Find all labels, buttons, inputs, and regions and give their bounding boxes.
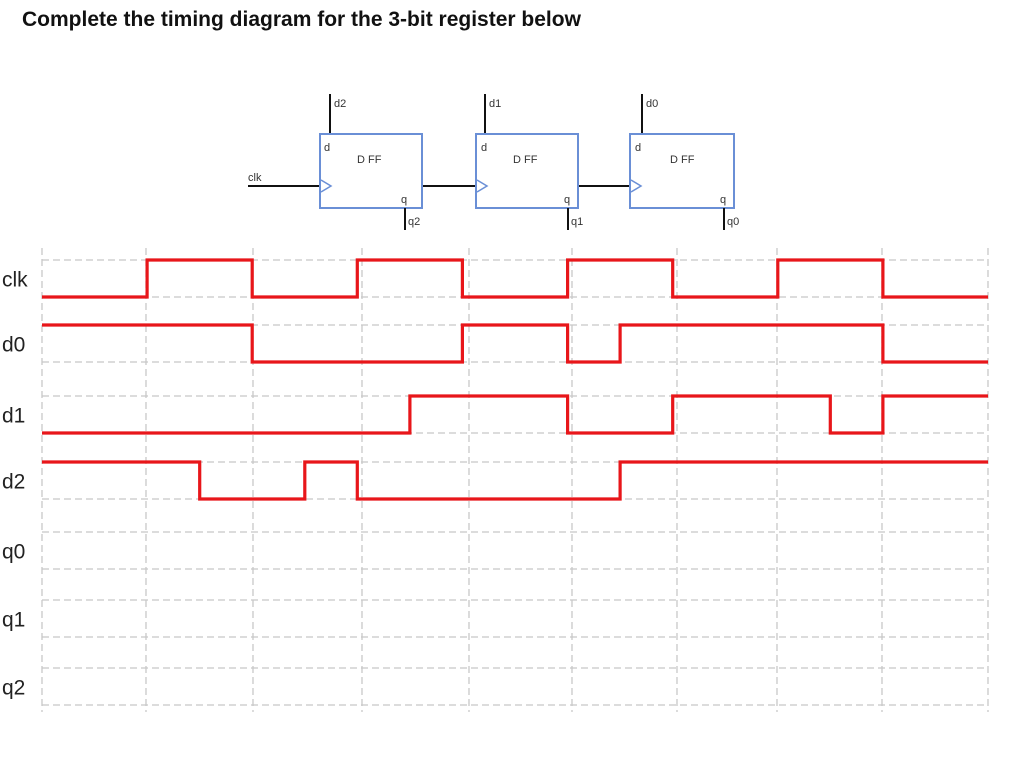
d-flip-flop-0: d0 d D FF q q0	[629, 94, 739, 230]
signal-label-d0: d0	[2, 334, 25, 357]
waveform-d0	[42, 323, 988, 364]
waveform-d1	[42, 394, 988, 435]
clock-triangle-icon	[630, 179, 643, 193]
d0-input-label: d0	[646, 98, 658, 110]
dff-name-label: D FF	[513, 154, 538, 166]
q1-output-label: q1	[571, 216, 583, 228]
d1-input-label: d1	[489, 98, 501, 110]
dff-box-1	[475, 133, 579, 209]
signal-label-d1: d1	[2, 405, 25, 428]
waveform-d2	[42, 460, 988, 501]
q2-output-label: q2	[408, 216, 420, 228]
d-pin-label: d	[324, 142, 330, 154]
signal-label-q1: q1	[2, 609, 25, 632]
d2-input-label: d2	[334, 98, 346, 110]
dff-name-label: D FF	[357, 154, 382, 166]
d-pin-label: d	[481, 142, 487, 154]
q-pin-label: q	[564, 194, 570, 206]
q0-output-label: q0	[727, 216, 739, 228]
clock-input-label: clk	[248, 172, 262, 184]
waveform-clk	[42, 258, 988, 299]
q-pin-label: q	[720, 194, 726, 206]
signal-label-clk: clk	[2, 269, 28, 292]
signal-labels: clk d0 d1 d2 q0 q1 q2	[2, 269, 28, 700]
register-circuit: clk d2 d D FF q q2 d1 d D FF q q1	[248, 94, 739, 230]
dff-box-0	[629, 133, 735, 209]
timing-grid	[41, 248, 989, 712]
signal-label-q0: q0	[2, 541, 25, 564]
clock-triangle-icon	[320, 179, 333, 193]
signal-label-q2: q2	[2, 677, 25, 700]
waveforms	[42, 258, 988, 501]
q-pin-label: q	[401, 194, 407, 206]
d-flip-flop-1: d1 d D FF q q1	[475, 94, 583, 230]
d-pin-label: d	[635, 142, 641, 154]
page-title: Complete the timing diagram for the 3-bi…	[22, 8, 581, 31]
dff-name-label: D FF	[670, 154, 695, 166]
d-flip-flop-2: d2 d D FF q q2	[319, 94, 423, 230]
clock-triangle-icon	[476, 179, 489, 193]
dff-box-2	[319, 133, 423, 209]
signal-label-d2: d2	[2, 471, 25, 494]
